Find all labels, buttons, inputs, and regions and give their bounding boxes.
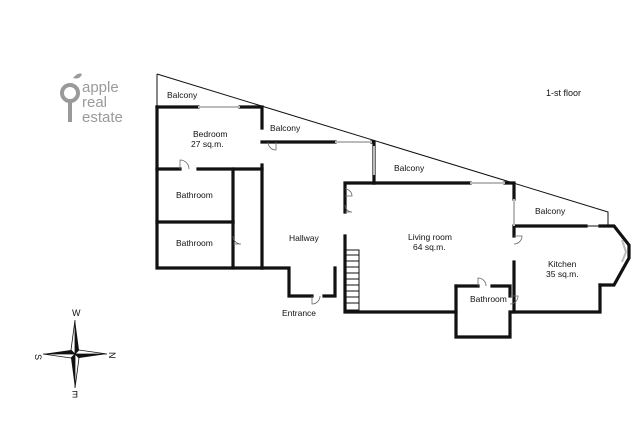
windows bbox=[198, 106, 628, 263]
label-living-name: Living room bbox=[408, 232, 452, 242]
door-arc bbox=[513, 235, 523, 245]
label-living-area: 64 sq.m. bbox=[413, 242, 446, 252]
label-bathroom-bottom: Bathroom bbox=[176, 238, 213, 248]
doors bbox=[179, 141, 523, 305]
label-bathroom-top: Bathroom bbox=[176, 190, 213, 200]
label-entrance: Entrance bbox=[282, 308, 316, 318]
label-bathroom-living: Bathroom bbox=[470, 294, 507, 304]
label-balcony-kitchen: Balcony bbox=[535, 206, 566, 216]
door-arc bbox=[344, 204, 353, 213]
label-hallway: Hallway bbox=[289, 233, 320, 243]
walls bbox=[155, 105, 631, 339]
staircase bbox=[344, 249, 360, 311]
compass-east: E bbox=[72, 389, 78, 399]
pin-icon bbox=[60, 73, 82, 122]
label-balcony-living: Balcony bbox=[394, 163, 425, 173]
door-arc bbox=[509, 295, 519, 305]
label-balcony-hall: Balcony bbox=[270, 123, 301, 133]
compass-west: W bbox=[72, 308, 81, 318]
compass-star-icon bbox=[42, 319, 108, 389]
label-balcony-bedroom: Balcony bbox=[167, 90, 198, 100]
room-labels: Balcony Bedroom 27 sq.m. Balcony Bathroo… bbox=[167, 90, 579, 318]
compass-rose: W S N E bbox=[33, 308, 117, 399]
door-arc bbox=[267, 141, 277, 151]
compass-north: N bbox=[107, 352, 117, 359]
label-kitchen-area: 35 sq.m. bbox=[546, 269, 579, 279]
balcony-outline bbox=[156, 73, 609, 227]
door-arc bbox=[344, 188, 353, 197]
logo-text-apple: apple bbox=[82, 79, 119, 96]
label-kitchen-name: Kitchen bbox=[548, 259, 577, 269]
floor-label: 1-st floor bbox=[546, 88, 581, 98]
door-arc bbox=[477, 277, 487, 287]
logo: apple real estate bbox=[60, 73, 123, 126]
door-arc bbox=[232, 235, 242, 245]
logo-text-real: real bbox=[82, 94, 107, 111]
door-arc bbox=[179, 159, 190, 170]
logo-text-estate: estate bbox=[82, 109, 123, 126]
door-arc bbox=[311, 295, 321, 305]
label-bedroom-name: Bedroom bbox=[193, 129, 228, 139]
compass-south: S bbox=[33, 354, 43, 360]
label-bedroom-area: 27 sq.m. bbox=[191, 139, 224, 149]
